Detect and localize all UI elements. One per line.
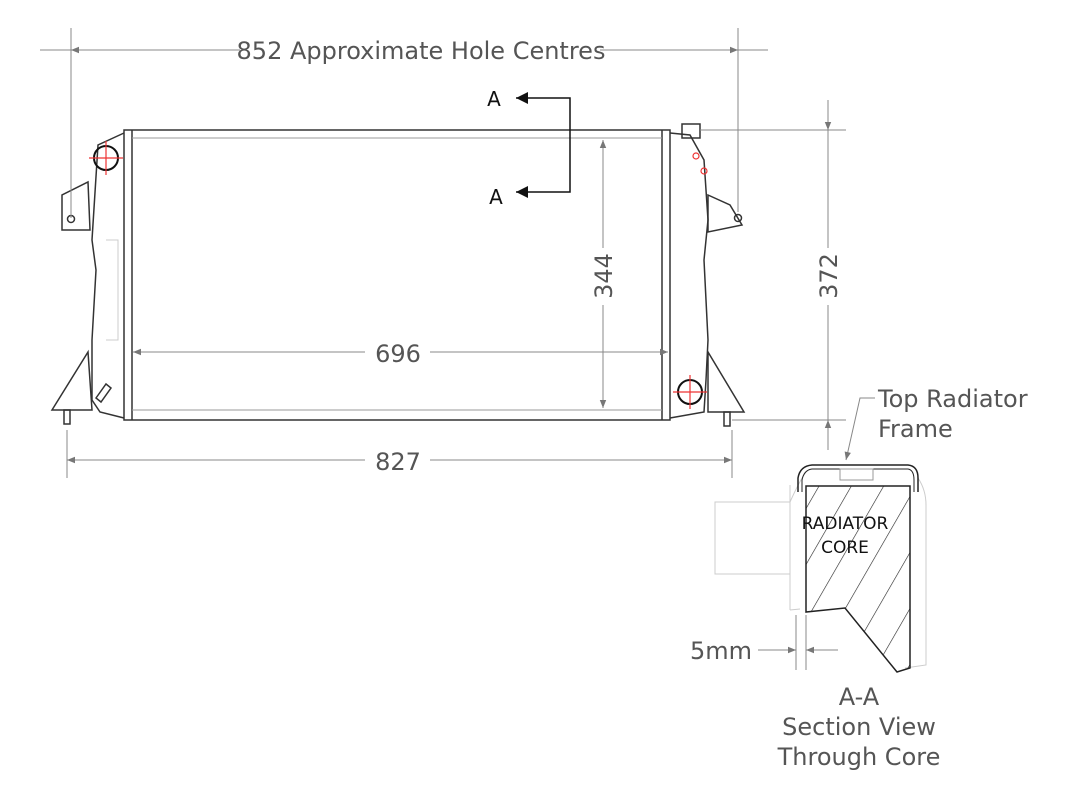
dimension-overall-height: 372 (700, 100, 846, 450)
dimension-overall-width: 827 (66, 430, 733, 478)
section-title-3: Through Core (777, 743, 941, 771)
centre-mark-right (673, 375, 707, 409)
dimension-core-height-label: 344 (590, 253, 618, 299)
section-title-1: A-A (839, 683, 880, 711)
callout-top-frame-2: Frame (878, 415, 953, 443)
dimension-core-width-label: 696 (375, 340, 421, 368)
dimension-hole-centres: 852 Approximate Hole Centres (40, 28, 768, 218)
dimension-core-width: 696 (133, 340, 668, 368)
centre-mark-left (89, 141, 123, 175)
section-marker-bottom: A (489, 185, 503, 209)
drain-plug (94, 382, 113, 404)
dimension-overall-height-label: 372 (815, 253, 843, 299)
dimension-overall-width-label: 827 (375, 448, 421, 476)
section-core-label-1: RADIATOR (802, 514, 889, 534)
section-view: RADIATOR CORE Top Radiator Frame 5mm A-A… (690, 385, 1028, 771)
filler-neck (681, 123, 701, 139)
radiator-front-view (50, 123, 746, 427)
section-marker-a-a: A A (487, 87, 571, 209)
callout-top-frame-1: Top Radiator (877, 385, 1028, 413)
dimension-core-height: 344 (590, 140, 618, 408)
dimension-offset-label: 5mm (690, 637, 752, 665)
section-title-2: Section View (782, 713, 936, 741)
dimension-hole-centres-label: 852 Approximate Hole Centres (237, 37, 606, 65)
section-core-label-2: CORE (821, 538, 869, 558)
section-marker-top: A (487, 87, 501, 111)
